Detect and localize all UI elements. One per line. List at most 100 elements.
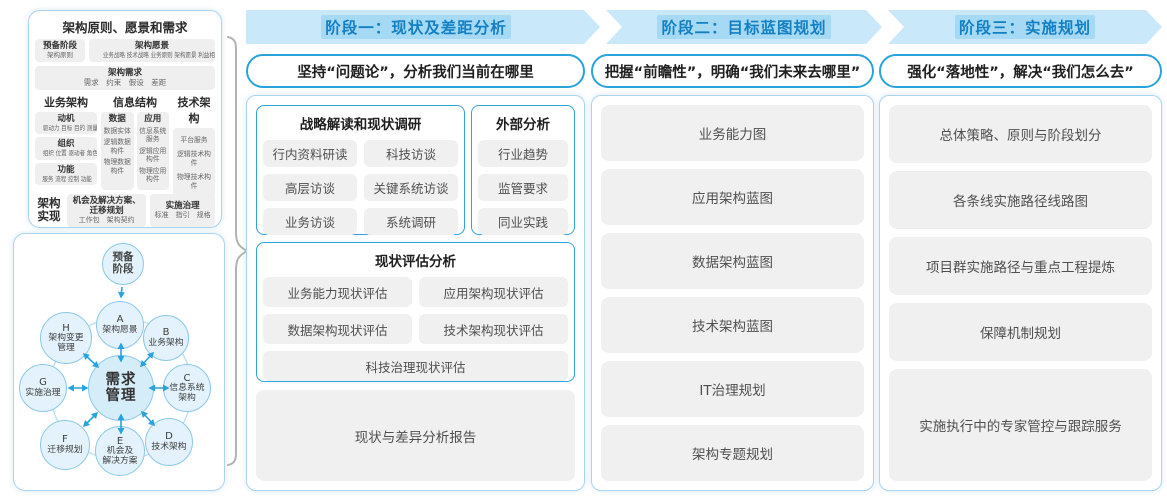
architecture-framework-panel: 架构原则、愿景和需求 预备阶段 架构原则 架构愿景 业务战略 技术战略 业务原则… xyxy=(28,10,222,228)
adm-node-h: H 架构变更 管理 xyxy=(40,312,92,364)
phase2-header: 阶段二：目标蓝图规划 xyxy=(657,15,830,39)
external-item: 同业实践 xyxy=(478,208,568,235)
center-line: 管理 xyxy=(105,388,137,404)
external-analysis-section: 外部分析 行业趋势 监管要求 同业实践 xyxy=(471,105,575,235)
node-letter: F xyxy=(62,434,68,446)
assessment-item: 业务能力现状评估 xyxy=(263,277,412,307)
organization-items: 组织 位置 驱动者 角色 xyxy=(42,149,97,158)
data-box: 数据 数据实体 逻辑数据构件 物理数据构件 xyxy=(101,111,134,190)
technology-item: 逻辑技术构件 xyxy=(177,150,211,167)
framework-title: 架构原则、愿景和需求 xyxy=(62,20,188,35)
data-item: 物理数据构件 xyxy=(103,158,131,175)
phase3-item: 各条线实施路径线路图 xyxy=(889,171,1152,229)
strategy-item: 科技访谈 xyxy=(364,140,458,167)
data-item: 逻辑数据构件 xyxy=(103,138,131,155)
phase1-subtitle: 坚持“问题论”，分析我们当前在哪里 xyxy=(246,54,585,88)
requirements-title: 架构需求 xyxy=(107,67,142,78)
assessment-section: 现状评估分析 业务能力现状评估 应用架构现状评估 数据架构现状评估 技术架构现状… xyxy=(256,242,575,382)
phase2-band: 阶段二：目标蓝图规划 xyxy=(606,10,882,44)
external-item: 监管要求 xyxy=(478,174,568,201)
technology-architecture-column: 技术架构 平台服务 逻辑技术构件 物理技术构件 xyxy=(173,94,215,198)
requirements-items: 需求 约束 假设 差距 xyxy=(83,77,167,87)
adm-node-c: C 信息系统 架构 xyxy=(163,364,211,412)
prep-phase-sub: 架构原则 xyxy=(47,51,73,60)
assessment-item: 数据架构现状评估 xyxy=(263,314,412,344)
adm-node-prep: 预备 阶段 xyxy=(102,243,144,285)
prep-phase-title: 预备阶段 xyxy=(42,41,77,51)
phase3-subtitle: 强化“落地性”，解决“我们怎么去” xyxy=(879,54,1162,88)
node-letter: B xyxy=(162,327,170,339)
governance-title: 实施治理 xyxy=(165,200,200,211)
external-analysis-title: 外部分析 xyxy=(496,117,550,133)
strategy-research-title: 战略解读和现状调研 xyxy=(299,117,422,133)
technology-box: 平台服务 逻辑技术构件 物理技术构件 xyxy=(173,127,215,198)
phase2-item: 技术架构蓝图 xyxy=(601,297,864,353)
data-item: 数据实体 xyxy=(103,126,131,135)
organization-title: 组织 xyxy=(57,139,75,150)
opportunities-title: 机会及解决方案、迁移规划 xyxy=(72,195,141,216)
opportunities-migration-box: 机会及解决方案、迁移规划 工作包 架构契约 xyxy=(67,193,147,228)
assessment-item: 应用架构现状评估 xyxy=(419,277,568,307)
prep-line: 阶段 xyxy=(112,263,134,275)
phase2-item: IT治理规划 xyxy=(601,361,864,417)
phase3-item: 实施执行中的专家管控与跟踪服务 xyxy=(889,369,1152,481)
assessment-item: 技术架构现状评估 xyxy=(419,314,568,344)
function-title: 功能 xyxy=(57,164,75,175)
assessment-title: 现状评估分析 xyxy=(375,254,456,270)
node-letter: A xyxy=(116,314,124,326)
function-items: 服务 流程 控制 功能 xyxy=(42,175,92,183)
phase3-item: 总体策略、原则与阶段划分 xyxy=(889,105,1152,163)
gap-analysis-report-box: 现状与差异分析报告 xyxy=(256,390,575,481)
application-title: 应用 xyxy=(144,113,162,124)
motivation-title: 动机 xyxy=(57,113,75,124)
node-label: 技术架构 xyxy=(151,441,187,452)
external-item: 行业趋势 xyxy=(478,140,568,167)
technology-item: 平台服务 xyxy=(180,135,208,144)
business-architecture-column: 业务架构 动机 驱动力 目标 目的 测量 组织 组织 位置 驱动者 角色 功能 … xyxy=(35,94,97,190)
data-title: 数据 xyxy=(108,113,126,124)
phase1-panel: 战略解读和现状调研 行内资料研读 科技访谈 高层访谈 关键系统访谈 业务访谈 系… xyxy=(246,95,585,491)
phase2-item: 架构专题规划 xyxy=(601,425,864,481)
node-label: 架构 xyxy=(178,392,196,403)
organization-box: 组织 组织 位置 驱动者 角色 xyxy=(35,137,97,160)
adm-node-d: D 技术架构 xyxy=(145,418,193,466)
information-structure-header: 信息结构 xyxy=(113,95,157,109)
assessment-item: 科技治理现状评估 xyxy=(263,351,568,381)
technology-architecture-header: 技术架构 xyxy=(177,95,211,125)
application-item: 信息系统服务 xyxy=(139,126,167,144)
adm-node-g: G 实施治理 xyxy=(19,364,67,412)
strategy-item: 行内资料研读 xyxy=(263,140,357,167)
center-line: 需求 xyxy=(105,371,137,388)
node-label: 迁移规划 xyxy=(47,444,83,455)
business-architecture-header: 业务架构 xyxy=(44,95,88,109)
motivation-box: 动机 驱动力 目标 目的 测量 xyxy=(35,111,97,135)
phase2-item: 业务能力图 xyxy=(601,105,864,161)
node-label: 实施治理 xyxy=(25,387,61,398)
strategy-item: 高层访谈 xyxy=(263,174,357,201)
phase2-item: 应用架构蓝图 xyxy=(601,169,864,225)
strategy-research-section: 战略解读和现状调研 行内资料研读 科技访谈 高层访谈 关键系统访谈 业务访谈 系… xyxy=(256,105,465,235)
technology-item: 物理技术构件 xyxy=(177,173,211,190)
phase3-panel: 总体策略、原则与阶段划分 各条线实施路径线路图 项目群实施路径与重点工程提炼 保… xyxy=(879,95,1162,491)
application-item: 逻辑应用构件 xyxy=(139,146,167,164)
phase2-subtitle: 把握“前瞻性”，明确“我们未来去哪里” xyxy=(591,54,874,88)
adm-cycle-panel: 预备 阶段 需求 管理 A 架构愿景 B 业务架构 C 信息系统 架构 D 技术… xyxy=(13,233,225,491)
phase2-panel: 业务能力图 应用架构蓝图 数据架构蓝图 技术架构蓝图 IT治理规划 架构专题规划 xyxy=(591,95,874,491)
adm-node-b: B 业务架构 xyxy=(143,315,189,361)
information-structure-column: 信息结构 数据 数据实体 逻辑数据构件 物理数据构件 应用 信息系统服务 逻辑应… xyxy=(101,94,169,190)
phase3-item: 保障机制规划 xyxy=(889,303,1152,361)
function-box: 功能 服务 流程 控制 功能 xyxy=(35,162,97,186)
adm-node-e: E 机会及 解决方案 xyxy=(95,426,145,476)
node-letter: G xyxy=(39,377,47,389)
phase1-header: 阶段一：现状及差距分析 xyxy=(321,15,511,39)
strategy-item: 关键系统访谈 xyxy=(364,174,458,201)
adm-node-a: A 架构愿景 xyxy=(96,301,144,349)
opportunities-items: 工作包 架构契约 xyxy=(78,215,135,224)
architecture-vision-box: 架构愿景 业务战略 技术战略 业务原则 架构愿景 利益相关者 xyxy=(89,39,215,62)
motivation-items: 驱动力 目标 目的 测量 xyxy=(42,123,97,132)
phase2-item: 数据架构蓝图 xyxy=(601,233,864,289)
application-item: 物理应用构件 xyxy=(139,166,167,184)
node-label: 业务架构 xyxy=(148,337,184,348)
phase1-band: 阶段一：现状及差距分析 xyxy=(246,10,600,44)
